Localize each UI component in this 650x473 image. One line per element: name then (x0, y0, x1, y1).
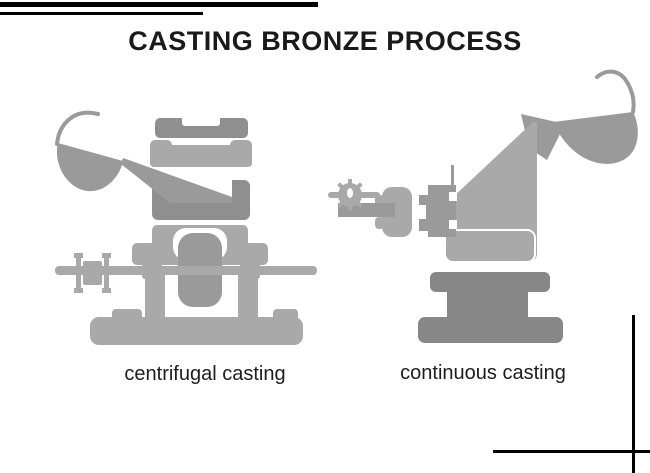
casting-vessel (452, 122, 537, 261)
centrifugal-casting-illustration (55, 110, 317, 345)
lever-pin (451, 165, 454, 197)
pedestal-base (418, 272, 563, 343)
ladle-icon-right (553, 69, 638, 164)
gear-icon (74, 253, 111, 293)
ladle-icon (55, 110, 123, 192)
top-rule-primary (0, 2, 318, 7)
gearbox-notch-top (449, 192, 457, 201)
mold-stack (150, 114, 252, 220)
machine-base (90, 275, 303, 345)
page-title: CASTING BRONZE PROCESS (128, 26, 522, 56)
label-continuous-casting: continuous casting (400, 362, 566, 384)
pour-stream (121, 158, 232, 203)
top-rule-secondary (0, 12, 203, 15)
wheel-hub-hole (347, 188, 353, 198)
bracket-notch (419, 205, 426, 219)
label-centrifugal-casting: centrifugal casting (124, 363, 286, 385)
gearbox-notch-bottom (449, 220, 457, 229)
continuous-casting-illustration (328, 69, 638, 343)
bottom-right-vertical-rule (632, 315, 635, 473)
saw-wheel-icon (334, 179, 366, 211)
mold-notch (182, 114, 220, 126)
bottom-right-horizontal-rule (493, 450, 650, 453)
drive-shaft (55, 262, 317, 279)
vessel-mold-section (444, 229, 536, 263)
withdrawal-unit (328, 179, 457, 237)
